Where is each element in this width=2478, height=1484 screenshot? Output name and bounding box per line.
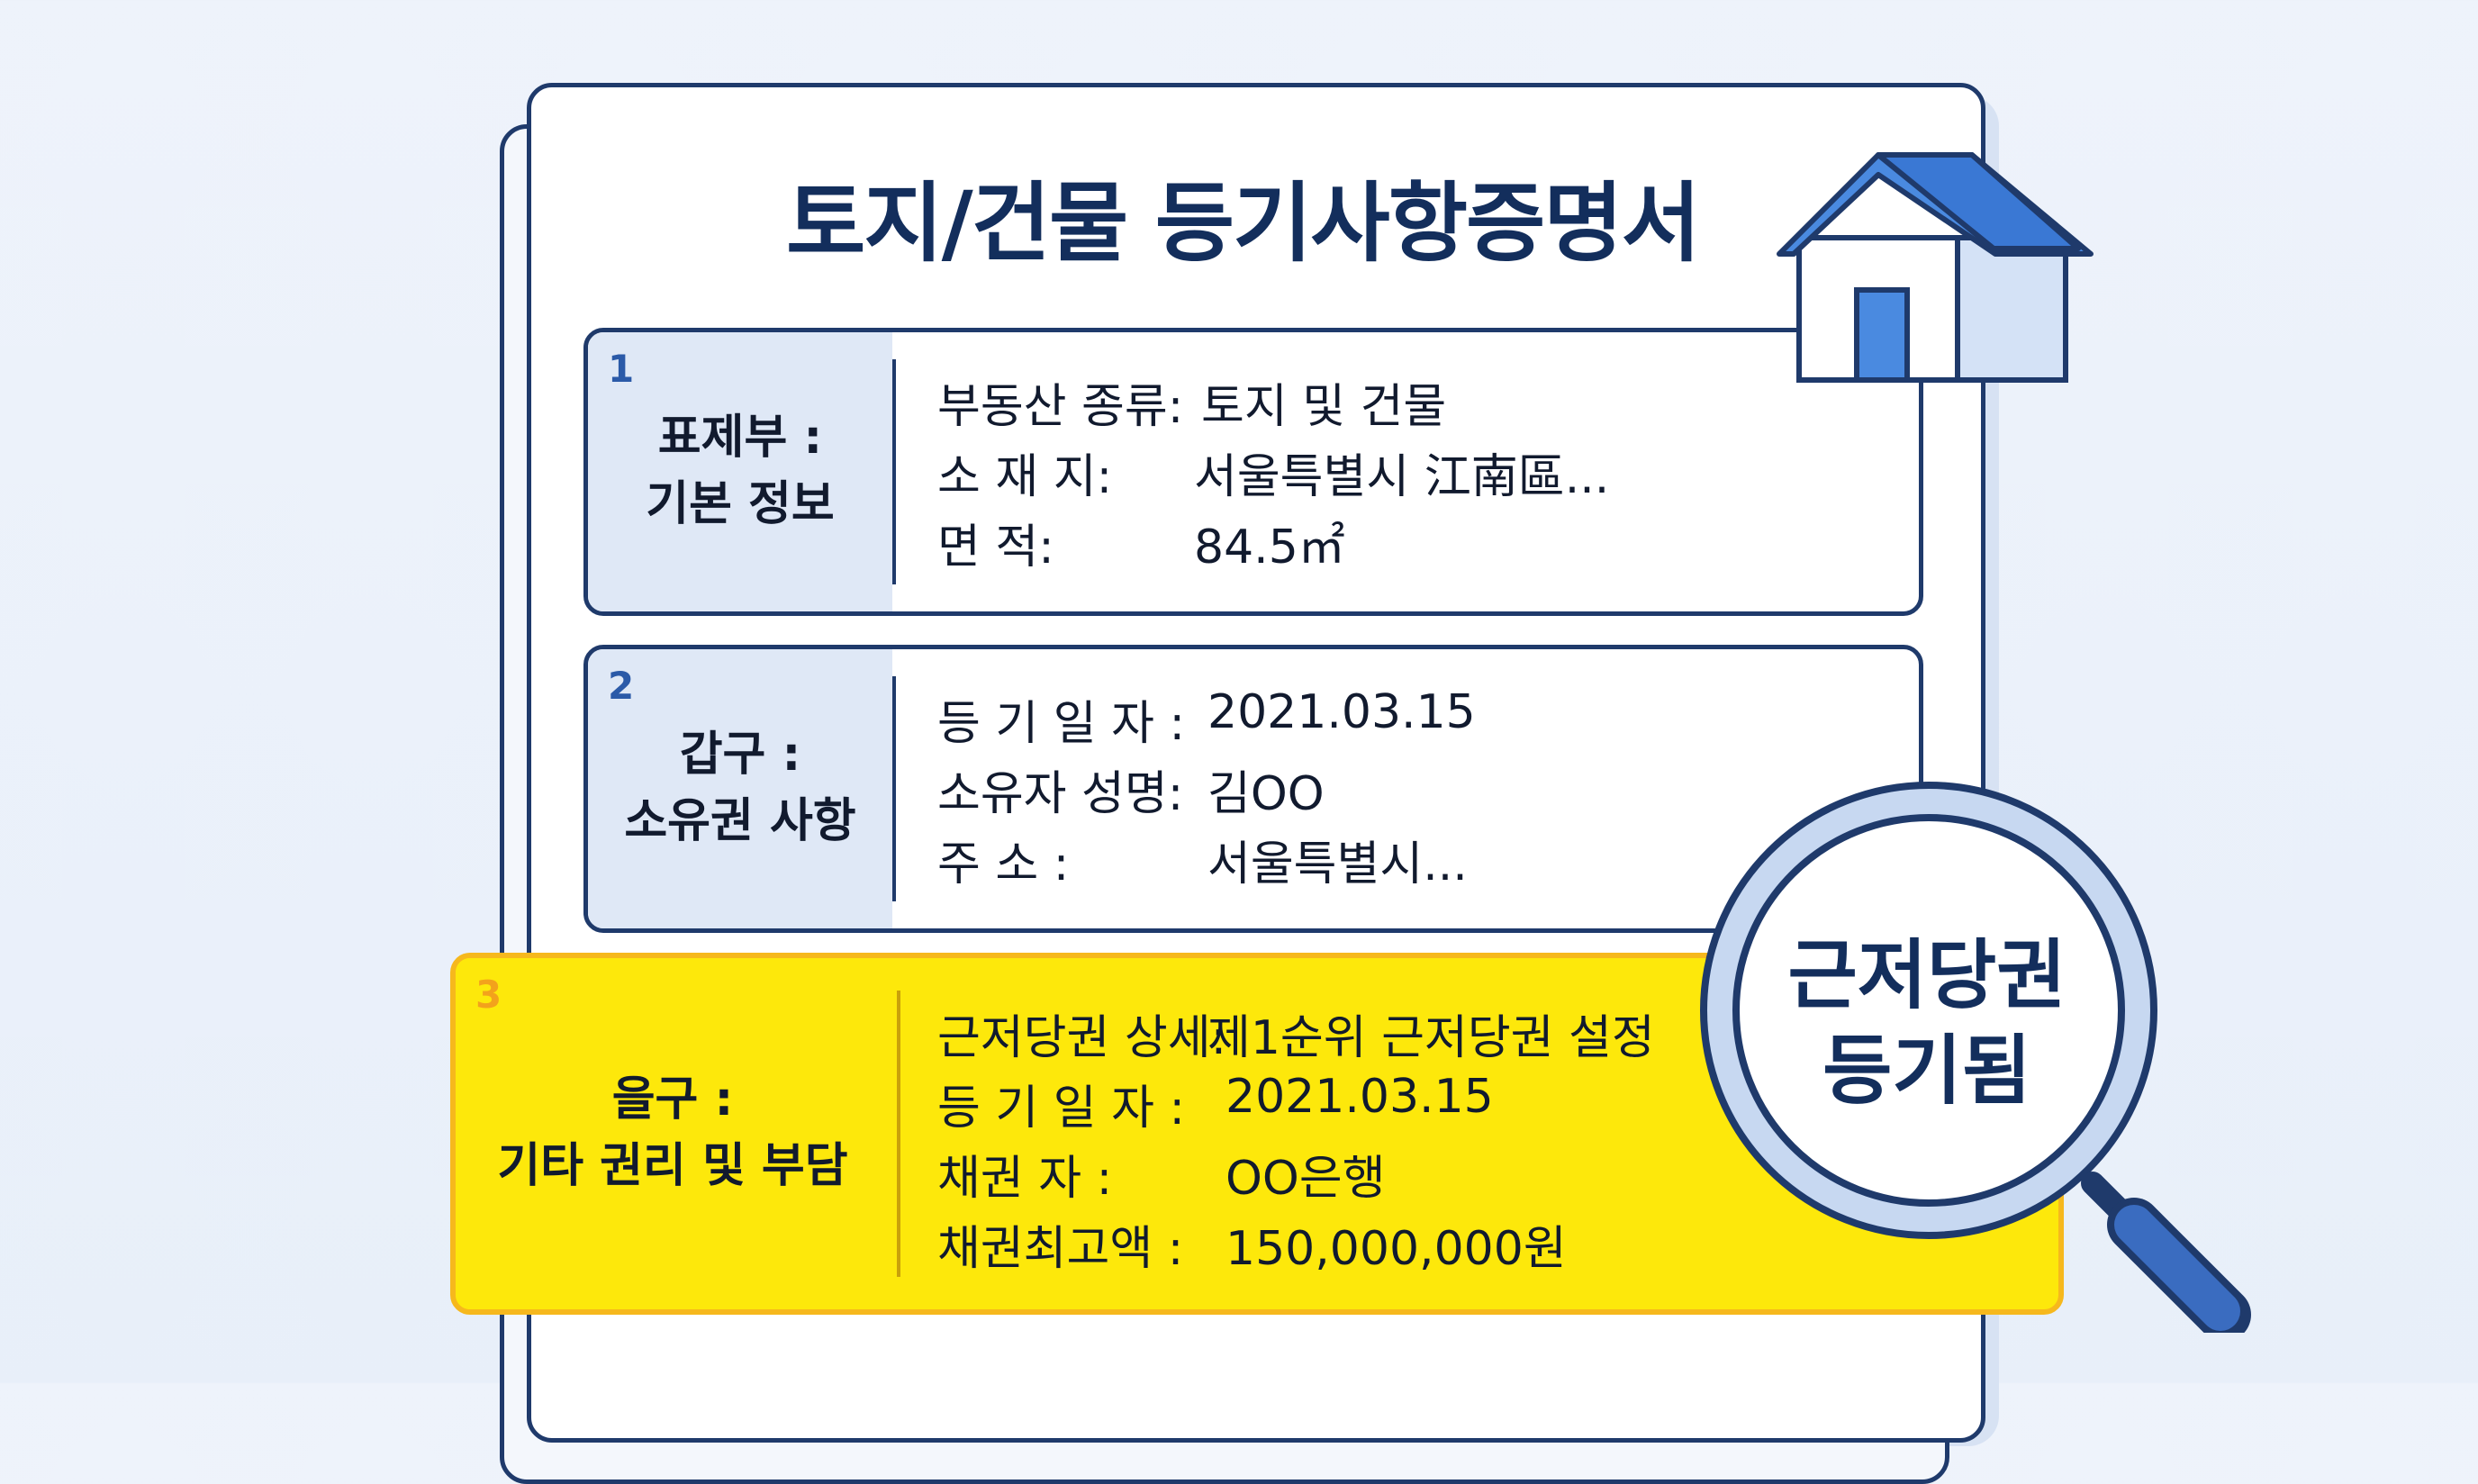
magnifier-label-line2: 등기됨 [1822, 1027, 2031, 1115]
row-value: 2021.03.15 [1207, 685, 1476, 739]
section-heading: 갑구 : 소유권 사항 [588, 721, 892, 855]
section-divider [892, 359, 896, 584]
magnifier-label: 근저당권 등기됨 [1747, 928, 2107, 1118]
section-number: 3 [475, 973, 502, 1017]
row-key: 등 기 일 자 : [937, 1081, 1185, 1136]
row-value: 김OO [1207, 767, 1325, 821]
row-key: 면 적: [937, 520, 1054, 575]
row-value: OO은행 [1225, 1152, 1386, 1206]
section-divider [897, 991, 900, 1277]
row-value: 토지 및 건물 [1201, 380, 1447, 434]
row-value: 150,000,000원 [1225, 1222, 1567, 1276]
section-label-panel [456, 958, 890, 1309]
section-gapgu: 2 갑구 : 소유권 사항 등 기 일 자 : 2021.03.15 소유자 성… [583, 645, 1923, 933]
row-key: 채권 자 : [937, 1152, 1113, 1206]
section-heading-line2: 기타 권리 및 부담 [497, 1139, 848, 1193]
row-key: 채권최고액 : [937, 1222, 1184, 1276]
section-heading-line1: 을구 : [611, 1072, 734, 1127]
section-heading-line2: 기본 정보 [646, 477, 835, 531]
section-heading-line1: 갑구 : [679, 728, 801, 782]
section-label-panel [588, 332, 892, 611]
section-divider [892, 676, 896, 901]
row-key: 부동산 종류: [937, 380, 1184, 434]
magnifier-label-line1: 근저당권 [1787, 931, 2067, 1019]
section-heading-line2: 소유권 사항 [624, 794, 856, 848]
row-value: 제1순위 근저당권 설정 [1207, 1011, 1655, 1065]
row-key: 등 기 일 자 : [937, 697, 1185, 751]
section-heading: 을구 : 기타 권리 및 부담 [456, 1066, 890, 1199]
section-heading-line1: 표제부 : [657, 411, 823, 465]
section-number: 1 [608, 347, 635, 391]
row-key: 근저당권 상세: [937, 1011, 1227, 1065]
section-heading: 표제부 : 기본 정보 [588, 404, 892, 538]
row-value: 서울특별시... [1207, 837, 1468, 891]
row-value: 2021.03.15 [1225, 1070, 1494, 1124]
section-pyojebu: 1 표제부 : 기본 정보 부동산 종류: 토지 및 건물 소 재 지: 서울특… [583, 328, 1923, 616]
house-icon [1777, 152, 2094, 383]
row-value: 서울특별시 江南區... [1194, 450, 1610, 504]
row-key: 소유자 성명: [937, 767, 1184, 821]
row-value: 84.5㎡ [1194, 520, 1345, 575]
section-label-panel [588, 649, 892, 928]
magnifier-icon [1700, 782, 2251, 1333]
document-title: 토지/건물 등기사항증명서 [785, 173, 1701, 274]
row-key: 소 재 지: [937, 450, 1113, 504]
row-key: 주 소 : [937, 837, 1070, 891]
section-number: 2 [608, 664, 635, 708]
